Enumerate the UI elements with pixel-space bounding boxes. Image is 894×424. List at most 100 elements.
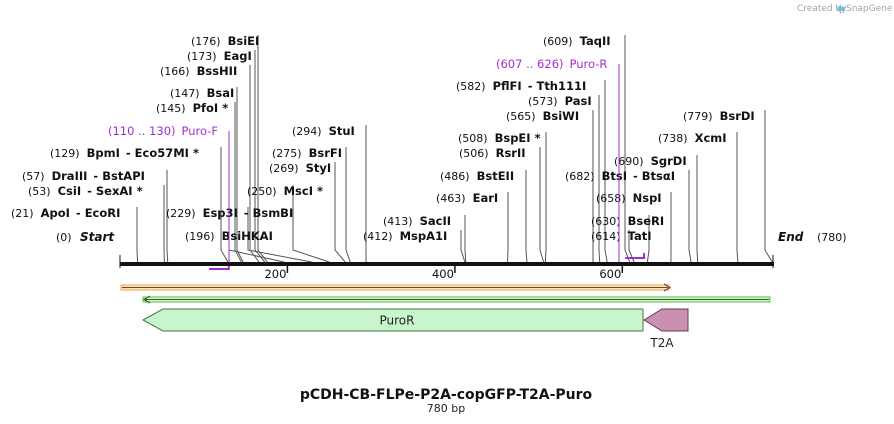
enzyme-name: StyI bbox=[306, 161, 332, 175]
enzyme-site[interactable]: (506)RsrII bbox=[459, 146, 526, 160]
feature-puror[interactable]: PuroR bbox=[141, 308, 644, 332]
enzyme-site[interactable]: (166) BssHII bbox=[160, 64, 237, 78]
primer-puro-r[interactable]: (607 .. 626)Puro-R bbox=[496, 57, 646, 262]
backbone-bar bbox=[120, 262, 774, 266]
enzyme-site[interactable]: (682)BtsI-BtsαI bbox=[565, 169, 675, 183]
enzyme-site[interactable]: (275)BsrFI bbox=[272, 146, 342, 160]
enzyme-name-secondary: Tth111I bbox=[536, 79, 586, 93]
enzyme-name: PflFI bbox=[493, 79, 522, 93]
enzyme-name: BseRI bbox=[628, 214, 665, 228]
enzyme-name: BsiWI bbox=[543, 109, 580, 123]
enzyme-position: (275) bbox=[272, 147, 302, 160]
enzyme-separator: - bbox=[126, 146, 131, 160]
enzyme-site[interactable]: (582)PflFI-Tth111I bbox=[456, 79, 586, 93]
enzyme-position: (779) bbox=[683, 110, 713, 123]
enzyme-name-secondary: BsmBI bbox=[253, 206, 294, 220]
enzyme-site[interactable]: (21)ApoI-EcoRI bbox=[11, 206, 120, 220]
enzyme-name: Esp3I bbox=[203, 206, 238, 220]
enzyme-site[interactable]: (176)BsiEI bbox=[191, 34, 259, 48]
enzyme-name: TaqII bbox=[580, 34, 611, 48]
enzyme-site[interactable]: (173)EagI bbox=[187, 49, 252, 63]
enzyme-position: (250) bbox=[247, 185, 277, 198]
enzyme-name: CsiI bbox=[58, 184, 82, 198]
enzyme-position: (129) bbox=[50, 147, 80, 160]
enzyme-site[interactable]: (229)Esp3I-BsmBI bbox=[166, 206, 293, 220]
enzyme-position: (147) bbox=[170, 87, 200, 100]
enzyme-site[interactable]: (630)BseRI bbox=[591, 214, 664, 228]
enzyme-site[interactable]: (57)DraIII-BstAPI bbox=[22, 169, 145, 183]
enzyme-connector bbox=[334, 162, 346, 263]
enzyme-site[interactable]: (573)PasI bbox=[528, 94, 592, 108]
enzyme-connector bbox=[234, 102, 242, 263]
enzyme-name: SgrDI bbox=[651, 154, 687, 168]
backbone bbox=[119, 255, 774, 268]
map-title: pCDH-CB-FLPe-P2A-copGFP-T2A-Puro bbox=[300, 387, 593, 403]
enzyme-position: (413) bbox=[383, 215, 413, 228]
enzyme-name: BsiHKAI bbox=[222, 229, 273, 243]
enzyme-site[interactable]: (196) BsiHKAI bbox=[185, 229, 273, 243]
enzyme-name: BsrDI bbox=[720, 109, 755, 123]
enzyme-site[interactable]: (486)BstEII bbox=[440, 169, 514, 183]
enzyme-name: EarI bbox=[473, 191, 499, 205]
end-label: End bbox=[778, 230, 804, 244]
orf-reverse bbox=[142, 295, 771, 304]
enzyme-site[interactable]: (53)CsiI-SexAI * bbox=[28, 184, 143, 198]
feature-t2a-label: T2A bbox=[649, 336, 674, 350]
enzyme-name-secondary: SexAI * bbox=[96, 184, 143, 198]
enzyme-site[interactable]: (690)SgrDI bbox=[614, 154, 687, 168]
enzyme-name: MspA1I bbox=[400, 229, 448, 243]
enzyme-position: (57) bbox=[22, 170, 45, 183]
enzyme-name-secondary: BtsαI bbox=[642, 169, 675, 183]
enzyme-connector bbox=[736, 132, 739, 263]
enzyme-position: (508) bbox=[458, 132, 488, 145]
enzyme-name: StuI bbox=[329, 124, 355, 138]
enzyme-position: (196) bbox=[185, 230, 215, 243]
enzyme-position: (486) bbox=[440, 170, 470, 183]
enzyme-site[interactable]: (412)MspA1I bbox=[363, 229, 447, 243]
enzyme-position: (294) bbox=[292, 125, 322, 138]
enzyme-name: DraIII bbox=[52, 169, 88, 183]
primer-name: Puro-R bbox=[570, 57, 608, 71]
ruler-tick-label: 200 bbox=[264, 267, 286, 281]
enzyme-name-secondary: BstAPI bbox=[102, 169, 145, 183]
enzyme-name: RsrII bbox=[496, 146, 526, 160]
enzyme-connector bbox=[220, 147, 229, 263]
enzyme-labels: (21)ApoI-EcoRI (53) CsiI - SexAI * (57) DraIII… bbox=[11, 34, 755, 243]
enzyme-site[interactable]: (129)BpmI-Eco57MI * bbox=[50, 146, 199, 160]
enzyme-site[interactable]: (779) BsrDI bbox=[683, 109, 755, 123]
enzyme-site[interactable]: (738)XcmI bbox=[658, 131, 727, 145]
enzyme-site[interactable]: (609) TaqII bbox=[543, 34, 611, 48]
primer-puro-f[interactable]: (110 .. 130)Puro-F bbox=[108, 124, 230, 270]
enzyme-site[interactable]: (614)TatI bbox=[591, 229, 652, 243]
enzyme-site[interactable]: (463)EarI bbox=[436, 191, 498, 205]
credit: Created by SnapGene bbox=[797, 4, 893, 14]
enzyme-connector bbox=[254, 50, 266, 263]
enzyme-position: (609) bbox=[543, 35, 573, 48]
enzyme-position: (166) bbox=[160, 65, 190, 78]
enzyme-site[interactable]: (145)PfoI * bbox=[156, 101, 228, 115]
enzyme-site[interactable]: (508)BspEI * bbox=[458, 131, 541, 145]
enzyme-site[interactable]: (269)StyI bbox=[269, 161, 331, 175]
enzyme-separator: - bbox=[528, 79, 533, 93]
enzyme-position: (565) bbox=[506, 110, 536, 123]
primer-name: Puro-F bbox=[182, 124, 219, 138]
enzyme-connector bbox=[764, 110, 773, 263]
enzyme-site[interactable]: (294) StuI bbox=[292, 124, 355, 138]
enzyme-site[interactable]: (565) BsiWI bbox=[506, 109, 579, 123]
enzyme-site[interactable]: (413)SacII bbox=[383, 214, 451, 228]
enzyme-connector bbox=[464, 215, 467, 263]
enzyme-separator: - bbox=[633, 169, 638, 183]
enzyme-connector bbox=[544, 132, 547, 263]
enzyme-site[interactable]: (658)NspI bbox=[596, 191, 662, 205]
enzyme-name: BssHII bbox=[197, 64, 238, 78]
enzyme-site[interactable]: (147)BsaI bbox=[170, 86, 234, 100]
credit-created-by: Created by bbox=[797, 4, 847, 14]
enzyme-name: XcmI bbox=[695, 131, 727, 145]
start-label: Start bbox=[80, 230, 115, 244]
feature-t2a[interactable]: T2A bbox=[643, 308, 689, 350]
enzyme-position: (53) bbox=[28, 185, 51, 198]
enzyme-connector bbox=[292, 185, 330, 263]
enzyme-connector bbox=[166, 170, 169, 263]
enzyme-site[interactable]: (250)MscI * bbox=[247, 184, 323, 198]
